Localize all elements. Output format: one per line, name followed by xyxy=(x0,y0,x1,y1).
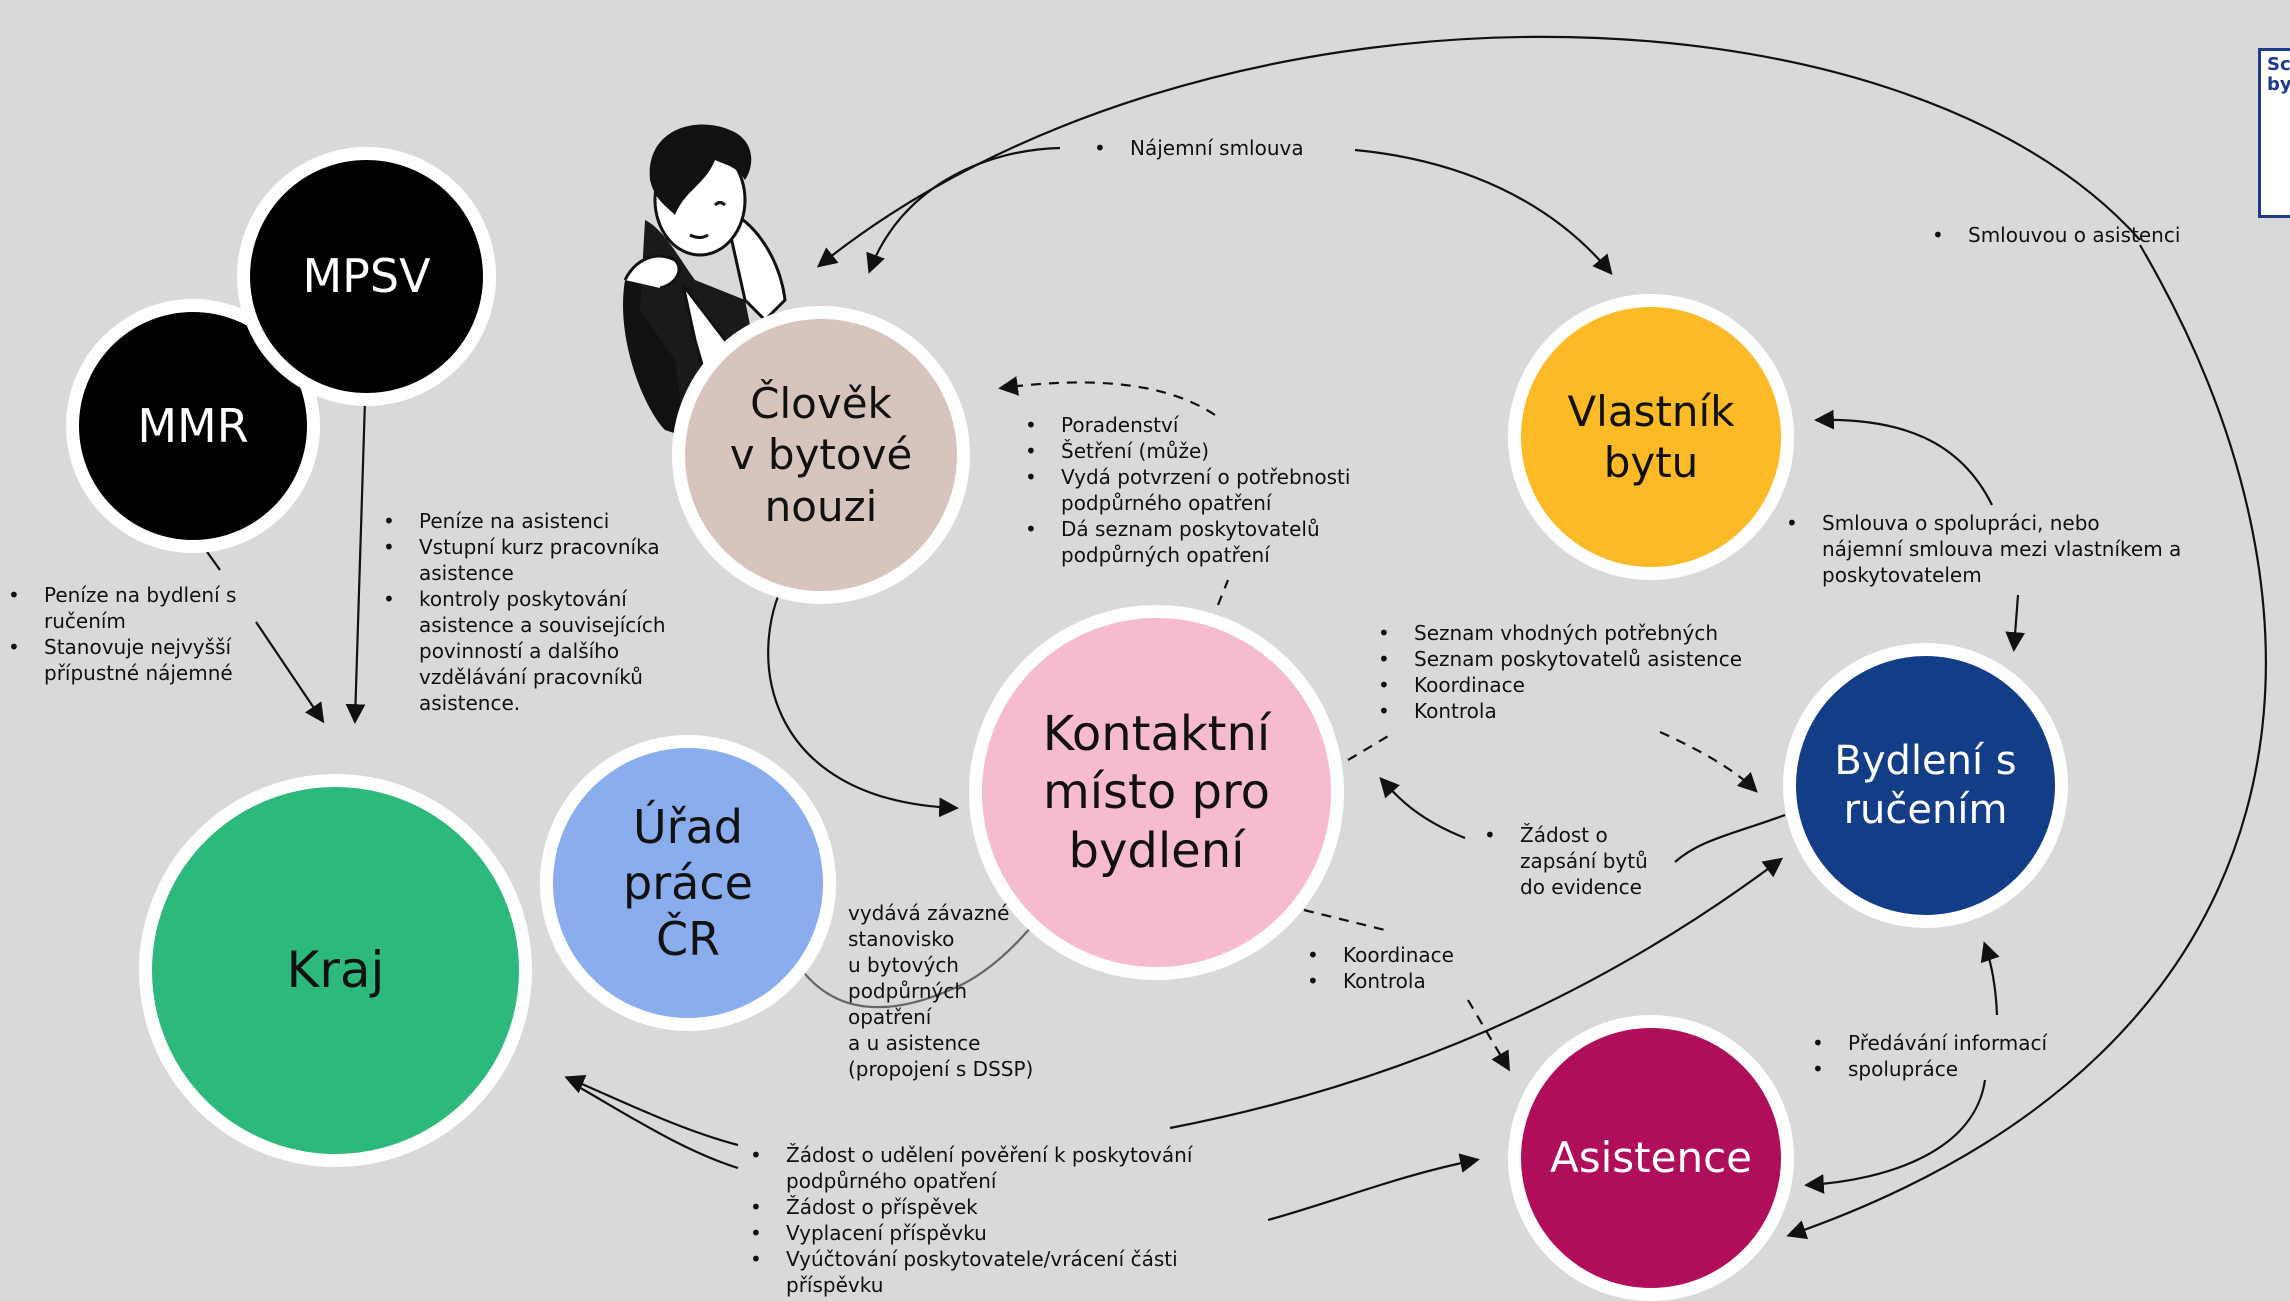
arrow-predavani-to-asistence xyxy=(1804,1079,1987,1194)
node-bydleni-label: Bydlení s ručením xyxy=(1834,737,2017,833)
note-item: Smlouvou o asistenci xyxy=(1932,222,2192,248)
note-item: Peníze na bydlení s ručením xyxy=(8,582,238,634)
arrow-zadosti-to-kraj-1 xyxy=(564,1075,739,1147)
arrow-clovek-to-kontaktni xyxy=(767,574,959,818)
arrow-mpsv-to-kraj xyxy=(345,399,367,724)
arrow-asistence-to-clovek xyxy=(816,35,2141,268)
note-seznam: Seznam vhodných potřebných Seznam poskyt… xyxy=(1378,620,1778,724)
note-item: Vyúčtování poskytovatele/vrácení části p… xyxy=(750,1246,1270,1298)
note-mmr-kraj: Peníze na bydlení s ručením Stanovuje ne… xyxy=(8,582,238,686)
arrow-mmr-to-kraj xyxy=(255,621,325,724)
line-kontaktni-koordinace xyxy=(1303,908,1386,932)
arrow-kraj-to-bydleni xyxy=(1169,857,1784,1130)
note-item: Nájemní smlouva xyxy=(1094,135,1354,161)
node-kontaktni-label: Kontaktní místo pro bydlení xyxy=(1042,705,1271,879)
corner-legend-box: Sc by xyxy=(2258,48,2290,218)
node-mmr-label: MMR xyxy=(137,398,249,453)
node-asistence-label: Asistence xyxy=(1549,1133,1753,1183)
node-mpsv-label: MPSV xyxy=(302,249,431,304)
arrow-zadosti-to-kraj-2 xyxy=(569,1081,739,1170)
note-urad-stanovisko: vydává závazné stanovisko u bytových pod… xyxy=(848,901,1034,1081)
node-kraj: Kraj xyxy=(139,774,532,1167)
note-item: Šetření (může) xyxy=(1025,438,1380,464)
arrow-asistence-to-bydleni xyxy=(1980,941,2000,1016)
line-kontaktni-poradenstvi xyxy=(1216,579,1230,606)
note-item: kontroly poskytování asistence a souvise… xyxy=(383,586,693,716)
note-smlouvou-o-asistenci: Smlouvou o asistenci xyxy=(1932,222,2192,248)
node-vlastnik: Vlastník bytu xyxy=(1508,294,1794,580)
node-urad-label: Úřad práce ČR xyxy=(623,799,753,967)
node-mpsv: MPSV xyxy=(237,147,496,406)
note-item: Kontrola xyxy=(1378,698,1778,724)
note-item: Seznam vhodných potřebných xyxy=(1378,620,1778,646)
note-item: spolupráce xyxy=(1812,1056,2072,1082)
note-item: Předávání informací xyxy=(1812,1030,2072,1056)
arrow-zadosti-to-asistence xyxy=(1267,1153,1480,1222)
note-najemni-smlouva: Nájemní smlouva xyxy=(1094,135,1354,161)
note-item: Stanovuje nejvyšší přípustné nájemné xyxy=(8,634,238,686)
note-koordinace: Koordinace Kontrola xyxy=(1307,942,1507,994)
node-vlastnik-label: Vlastník bytu xyxy=(1567,386,1735,487)
note-item: Koordinace xyxy=(1378,672,1778,698)
note-item: Poradenství xyxy=(1025,412,1380,438)
note-item: Dá seznam poskytovatelů podpůrných opatř… xyxy=(1025,516,1380,568)
note-kraj-zadosti: Žádost o udělení pověření k poskytování … xyxy=(750,1142,1270,1298)
note-item: Koordinace xyxy=(1307,942,1507,968)
arrow-smlouva-to-asistence xyxy=(1786,244,2267,1240)
note-item: Žádost o udělení pověření k poskytování … xyxy=(750,1142,1270,1194)
node-asistence: Asistence xyxy=(1508,1015,1794,1301)
note-zadost-byty: Žádost o zapsání bytů do evidence xyxy=(1484,822,1674,900)
arrow-zadost-to-kontaktni xyxy=(1379,777,1466,840)
arrow-seznam-to-bydleni xyxy=(1659,730,1758,793)
note-item: Smlouva o spolupráci, nebo nájemní smlou… xyxy=(1786,510,2186,588)
node-urad: Úřad práce ČR xyxy=(540,735,836,1031)
arrow-najemni-to-vlastnik xyxy=(1354,148,1613,276)
note-item: Kontrola xyxy=(1307,968,1507,994)
note-item: Vyplacení příspěvku xyxy=(750,1220,1270,1246)
arrow-koordinace-to-asistence xyxy=(1467,999,1511,1072)
note-poradenstvi: Poradenství Šetření (může) Vydá potvrzen… xyxy=(1025,412,1380,568)
arrow-smlouva-to-bydleni xyxy=(2005,594,2026,652)
note-item: Vydá potvrzení o potřebnosti podpůrného … xyxy=(1025,464,1380,516)
node-clovek: Člověk v bytové nouzi xyxy=(672,306,970,604)
note-item: Vstupní kurz pracovníka asistence xyxy=(383,534,693,586)
line-bydleni-to-zadost xyxy=(1674,813,1786,863)
note-spoluprace-smlouva: Smlouva o spolupráci, nebo nájemní smlou… xyxy=(1786,510,2186,588)
node-bydleni: Bydlení s ručením xyxy=(1783,643,2068,928)
note-predavani: Předávání informací spolupráce xyxy=(1812,1030,2072,1082)
note-item: Žádost o zapsání bytů do evidence xyxy=(1484,822,1674,900)
arrow-najemni-to-clovek xyxy=(866,146,1061,274)
node-kraj-label: Kraj xyxy=(286,941,385,999)
note-mpsv-kraj: Peníze na asistenci Vstupní kurz pracovn… xyxy=(383,508,693,716)
note-item: Seznam poskytovatelů asistence xyxy=(1378,646,1778,672)
node-clovek-label: Člověk v bytové nouzi xyxy=(729,379,913,531)
arrow-bydleni-to-vlastnik xyxy=(1814,409,1993,506)
note-item: Peníze na asistenci xyxy=(383,508,693,534)
note-item: Žádost o příspěvek xyxy=(750,1194,1270,1220)
arrow-kontaktni-to-clovek xyxy=(998,376,1216,416)
line-kontaktni-seznam xyxy=(1347,734,1391,761)
